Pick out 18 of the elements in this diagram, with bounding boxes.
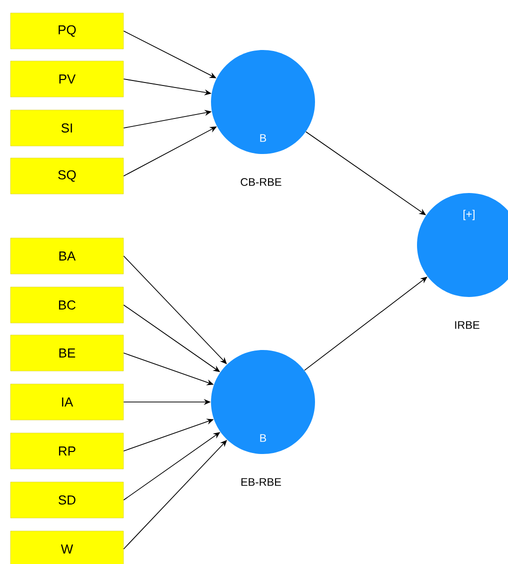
construct-name: EB-RBE xyxy=(241,478,281,486)
circle-label: B xyxy=(260,134,266,142)
indicator-box: PV xyxy=(10,60,124,98)
indicator-box: BC xyxy=(10,286,124,324)
circle-label: B xyxy=(260,434,266,442)
indicator-box: PQ xyxy=(10,12,124,50)
construct-name: CB-RBE xyxy=(240,178,282,186)
indicator-box: SI xyxy=(10,110,124,146)
indicator-box: W xyxy=(10,530,124,564)
indicator-box: IA xyxy=(10,384,124,420)
indicator-box: SQ xyxy=(10,158,124,194)
circle-label: [+] xyxy=(464,210,474,220)
indicator-box: SD xyxy=(10,482,124,518)
indicator-box: BA xyxy=(10,238,124,274)
construct-name: IRBE xyxy=(455,321,480,329)
arrow xyxy=(304,276,428,371)
indicator-box: BE xyxy=(10,334,124,372)
indicator-box: RP xyxy=(10,432,124,470)
